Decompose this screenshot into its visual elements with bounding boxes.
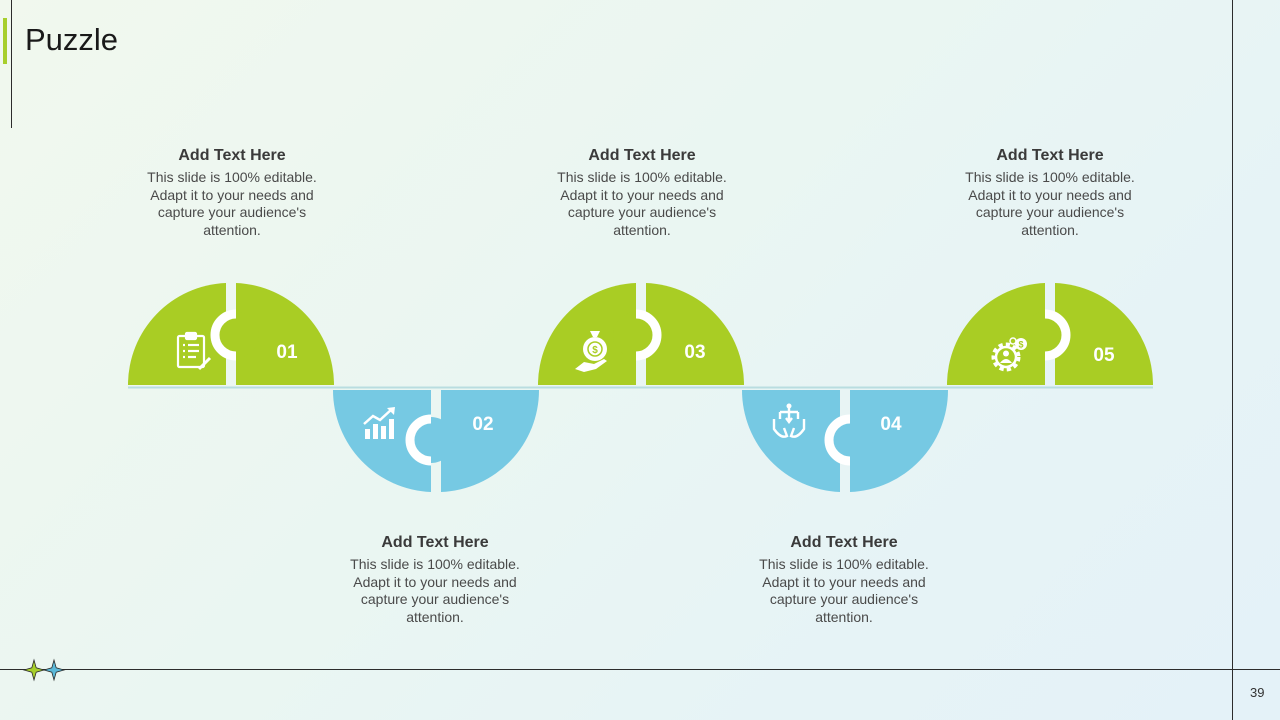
step-number-05: 05 bbox=[1093, 345, 1115, 366]
step-2-heading: Add Text Here bbox=[381, 534, 489, 551]
step-number-04: 04 bbox=[880, 414, 902, 435]
step-2-body: This slide is 100% editable. Adapt it to… bbox=[350, 556, 520, 625]
slide-title: Puzzle bbox=[25, 22, 119, 57]
gear-person-dollar-icon: $ bbox=[991, 337, 1027, 372]
step-4-heading: Add Text Here bbox=[790, 534, 898, 551]
right-border-line bbox=[1232, 0, 1233, 720]
step-4-body: This slide is 100% editable. Adapt it to… bbox=[759, 556, 929, 625]
step-5-text: Add Text Here This slide is 100% editabl… bbox=[950, 147, 1150, 239]
puzzle-piece-05 bbox=[947, 283, 1153, 385]
svg-text:$: $ bbox=[1018, 340, 1023, 350]
step-number-01: 01 bbox=[276, 342, 298, 363]
step-number-03: 03 bbox=[684, 342, 705, 363]
step-1-body: This slide is 100% editable. Adapt it to… bbox=[147, 169, 317, 238]
step-5-body: This slide is 100% editable. Adapt it to… bbox=[965, 169, 1135, 238]
title-accent-bar bbox=[3, 18, 7, 64]
money-bag-hand-icon: $ bbox=[575, 331, 607, 372]
hands-network-icon bbox=[772, 403, 806, 438]
step-1-text: Add Text Here This slide is 100% editabl… bbox=[132, 147, 332, 239]
puzzle-piece-04 bbox=[742, 390, 949, 492]
step-2-text: Add Text Here This slide is 100% editabl… bbox=[335, 534, 535, 626]
sparkle-stars-icon bbox=[22, 658, 66, 682]
growth-chart-icon bbox=[363, 407, 395, 439]
clipboard-icon bbox=[176, 331, 212, 371]
step-5-heading: Add Text Here bbox=[996, 147, 1104, 164]
step-4-text: Add Text Here This slide is 100% editabl… bbox=[744, 534, 944, 626]
step-3-text: Add Text Here This slide is 100% editabl… bbox=[542, 147, 742, 239]
bottom-border-line bbox=[0, 669, 1280, 670]
step-number-02: 02 bbox=[472, 414, 493, 435]
step-1-heading: Add Text Here bbox=[178, 147, 286, 164]
svg-text:$: $ bbox=[592, 345, 598, 356]
step-3-heading: Add Text Here bbox=[588, 147, 696, 164]
step-3-body: This slide is 100% editable. Adapt it to… bbox=[557, 169, 727, 238]
puzzle-piece-03 bbox=[537, 283, 744, 385]
page-number: 39 bbox=[1250, 685, 1265, 700]
title-divider-line bbox=[11, 0, 12, 128]
puzzle-piece-01 bbox=[127, 283, 335, 385]
puzzle-piece-02 bbox=[332, 390, 540, 492]
